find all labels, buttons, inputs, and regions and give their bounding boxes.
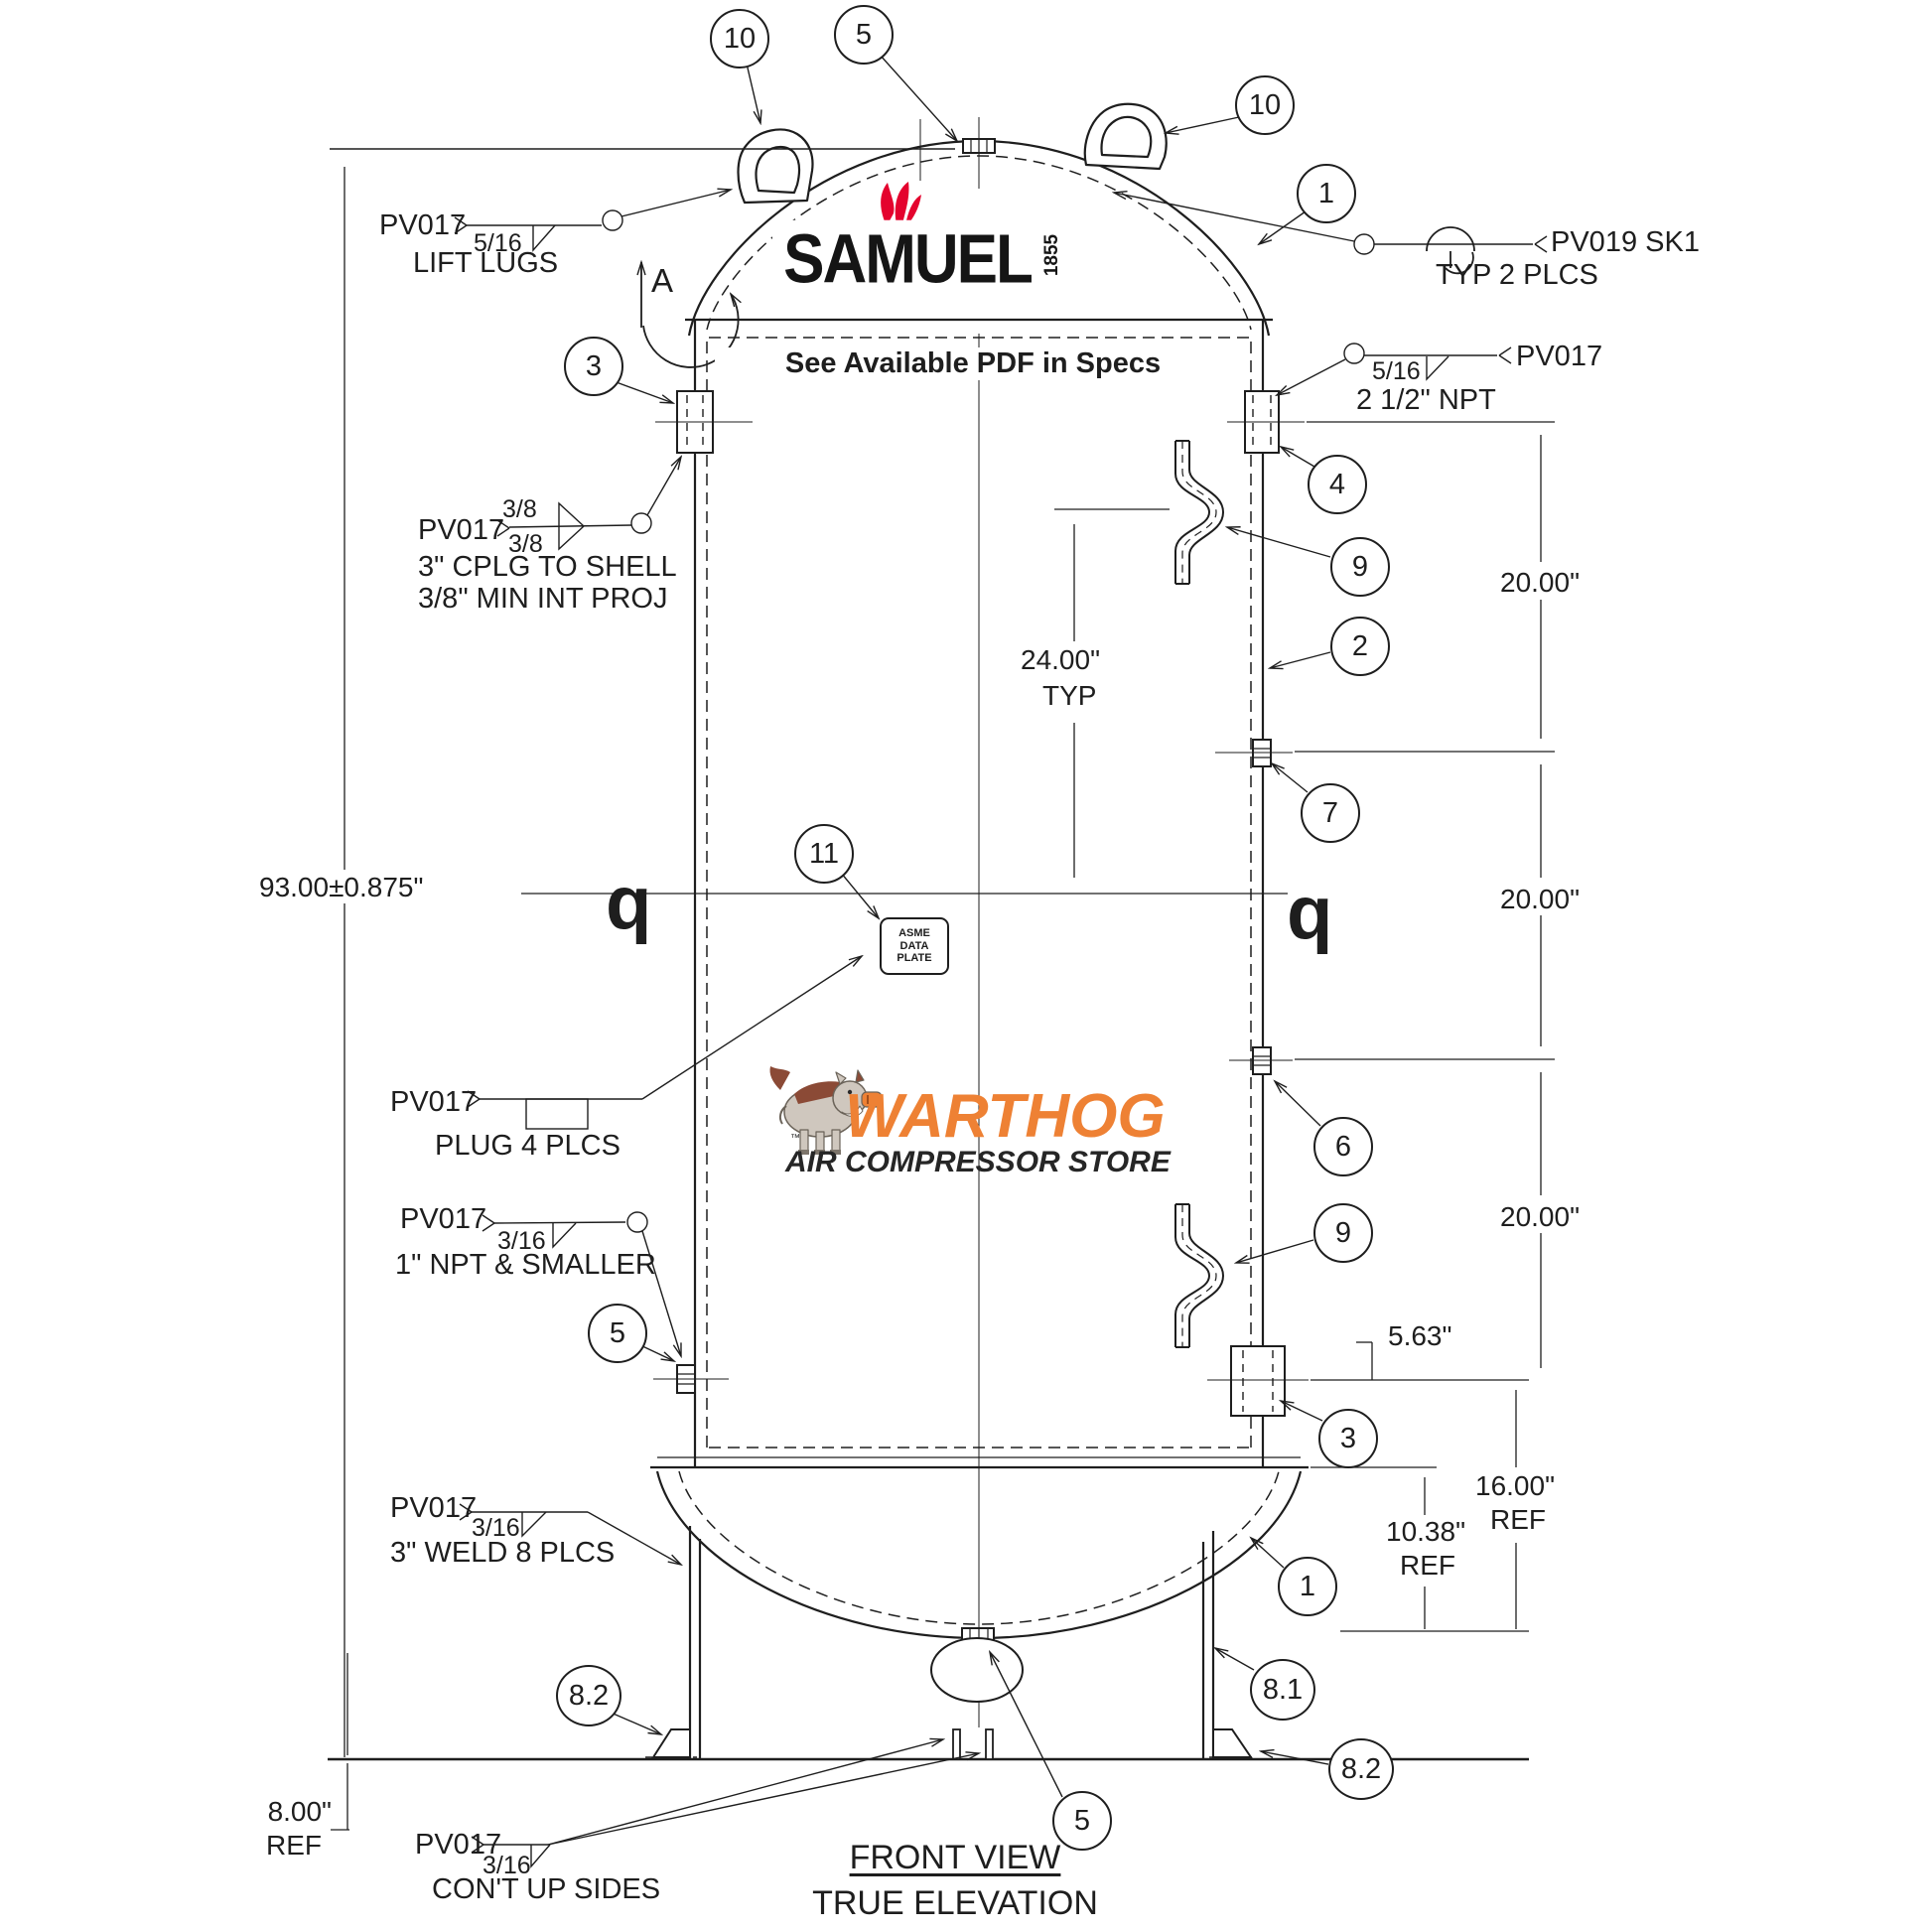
spec-note: See Available PDF in Specs — [715, 347, 1231, 380]
callout-weld8-weld: 3/16 — [472, 1514, 520, 1542]
balloon-lift-lug-right: 10 — [1235, 75, 1295, 135]
callout-cplg-tag: PV017 — [418, 514, 505, 546]
callout-weld8-note: 3" WELD 8 PLCS — [390, 1537, 616, 1569]
balloon-top-fitting: 5 — [834, 5, 894, 65]
callout-cplg-weld-top: 3/8 — [502, 495, 537, 523]
dim-overall-height: 93.00±0.875" — [259, 872, 424, 902]
samuel-flame-icon — [881, 182, 921, 226]
callout-npt25-tag: PV017 — [1516, 341, 1603, 372]
balloon-leaders — [608, 54, 1331, 1798]
sk1-symbol — [1426, 226, 1475, 252]
balloon-bottom-head: 1 — [1278, 1557, 1337, 1616]
dim-20-lower: 20.00" — [1500, 1201, 1581, 1232]
dim-typ-label: TYP — [1042, 680, 1097, 711]
section-label: A — [651, 262, 674, 299]
samuel-logo-text: SAMUEL — [772, 219, 1042, 300]
dim-20-upper: 20.00" — [1500, 567, 1581, 598]
balloon-gusset-left: 8.2 — [556, 1665, 621, 1726]
centerline-symbol-left: q — [606, 861, 652, 945]
nozzles — [653, 138, 1309, 1760]
balloon-right-nozzle: 4 — [1308, 455, 1367, 514]
callout-cplg-note2: 3/8" MIN INT PROJ — [418, 583, 668, 615]
balloon-gusset-right: 8.2 — [1328, 1738, 1394, 1800]
callout-lift-lugs-weld: 5/16 — [474, 229, 522, 257]
balloon-nameplate: 11 — [794, 824, 854, 884]
callout-plug-note: PLUG 4 PLCS — [435, 1130, 621, 1162]
dim-10-38: 10.38" — [1386, 1516, 1466, 1547]
dim-5-63: 5.63" — [1388, 1320, 1452, 1351]
callout-sk1-tag: PV019 SK1 — [1551, 226, 1700, 258]
dimension-lines — [330, 119, 1555, 1831]
balloon-lift-lug-left: 10 — [710, 9, 769, 69]
balloon-leg: 8.1 — [1250, 1659, 1315, 1721]
callout-lift-lugs-note: LIFT LUGS — [413, 247, 559, 279]
dim-16: 16.00" — [1475, 1470, 1556, 1501]
balloon-upper-coupling: 7 — [1301, 783, 1360, 843]
balloon-left-nozzle: 3 — [564, 337, 623, 396]
dim-16-ref: REF — [1490, 1504, 1546, 1535]
warthog-tm-mark: ™ — [790, 1133, 800, 1144]
callout-npt25-weld: 5/16 — [1372, 357, 1421, 385]
balloon-upper-clamp: 9 — [1330, 537, 1390, 597]
callout-smallnpt-weld: 3/16 — [497, 1227, 546, 1255]
asme-plate-line3: PLATE — [897, 952, 932, 965]
callout-cont-weld: 3/16 — [483, 1852, 531, 1879]
section-rotation-arrow — [641, 226, 1475, 368]
dim-20-middle: 20.00" — [1500, 884, 1581, 914]
callout-sk1-note: TYP 2 PLCS — [1436, 259, 1598, 291]
view-subtitle: TRUE ELEVATION — [812, 1884, 1098, 1922]
balloon-shell: 2 — [1330, 617, 1390, 676]
dim-8: 8.00" — [267, 1796, 332, 1827]
balloon-top-head: 1 — [1297, 164, 1356, 223]
callout-cont-note: CON'T UP SIDES — [432, 1873, 661, 1905]
dim-10-38-ref: REF — [1400, 1550, 1455, 1581]
asme-plate-line2: DATA — [899, 939, 929, 952]
callout-cont-tag: PV017 — [415, 1829, 502, 1861]
callout-plug-tag: PV017 — [390, 1086, 478, 1118]
balloon-lower-nozzle: 3 — [1318, 1409, 1378, 1468]
callout-leaders — [454, 190, 1548, 1868]
callout-weld8-tag: PV017 — [390, 1492, 478, 1524]
callout-smallnpt-tag: PV017 — [400, 1203, 487, 1235]
balloon-bottom-fitting: 5 — [1052, 1791, 1112, 1851]
callout-npt25-note: 2 1/2" NPT — [1356, 384, 1496, 416]
lift-lugs — [737, 102, 1168, 205]
callout-smallnpt-note: 1" NPT & SMALLER — [395, 1249, 656, 1281]
callout-cplg-note1: 3" CPLG TO SHELL — [418, 551, 677, 583]
asme-plate-line1: ASME — [898, 927, 930, 940]
callout-cplg-weld-bottom: 3/8 — [508, 530, 543, 558]
dim-8-ref: REF — [266, 1830, 322, 1861]
warthog-mascot — [769, 1066, 883, 1155]
support-legs — [328, 1526, 1529, 1761]
samuel-logo-year: 1855 — [1041, 233, 1062, 277]
callout-lift-lugs-tag: PV017 — [379, 209, 467, 241]
view-title: FRONT VIEW — [849, 1839, 1061, 1876]
balloon-lower-coupling: 6 — [1313, 1117, 1373, 1176]
warthog-logo-text: WARTHOG — [845, 1082, 1166, 1151]
pipe-clamps — [1054, 440, 1225, 1348]
warthog-logo-tagline: AIR COMPRESSOR STORE — [785, 1146, 1171, 1178]
asme-data-plate: ASME DATA PLATE — [880, 917, 949, 975]
dim-typ-spacing: 24.00" — [1021, 644, 1101, 675]
balloon-lower-clamp: 9 — [1313, 1203, 1373, 1263]
centerline-symbol-right: q — [1287, 871, 1333, 955]
balloon-left-coupling: 5 — [588, 1304, 647, 1363]
